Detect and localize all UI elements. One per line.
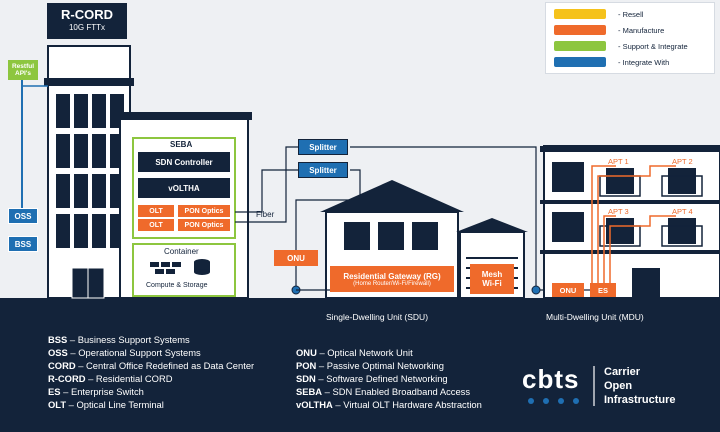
apt-label-4: APT 4 [672, 207, 693, 216]
seba-title: SEBA [170, 140, 193, 149]
sdu-roof [320, 180, 464, 212]
legend-item-integrate: - Integrate With [554, 57, 669, 67]
container-frame [132, 243, 236, 297]
legend: - Resell - Manufacture - Support & Integ… [545, 2, 715, 74]
residential-gateway-box: Residential Gateway (RG) (Home Router/Wi… [330, 266, 454, 292]
seba-frame [132, 137, 236, 239]
sdu-caption: Single-Dwelling Unit (SDU) [326, 312, 429, 322]
central-office-tower [47, 45, 131, 299]
legend-swatch [554, 57, 606, 67]
glossary-item: ONU – Optical Network Unit [296, 347, 413, 358]
garage-roof [456, 218, 528, 232]
legend-swatch [554, 41, 606, 51]
glossary-item: OSS – Operational Support Systems [48, 347, 201, 358]
glossary-item: R-CORD – Residential CORD [48, 373, 173, 384]
oss-box: OSS [8, 208, 38, 224]
logo-dot [573, 398, 579, 404]
logo-dot [528, 398, 534, 404]
apt-label-1: APT 1 [608, 157, 629, 166]
es-box: ES [590, 283, 616, 297]
sdu-windows [344, 222, 438, 250]
tower-ledge [44, 78, 134, 86]
tagline-carrier: Carrier [604, 366, 641, 378]
container-title: Container [164, 247, 199, 256]
rg-subtitle: (Home Router/Wi-Fi/Firewall) [353, 280, 431, 287]
glossary-item: SDN – Software Defined Networking [296, 373, 448, 384]
bss-box: BSS [8, 236, 38, 252]
sdn-controller-box: SDN Controller [138, 152, 230, 172]
page-subtitle: 10G FTTx [68, 23, 105, 32]
fiber-label: Fiber [256, 210, 275, 219]
legend-swatch [554, 9, 606, 19]
mdu-windows [552, 162, 696, 244]
splitter-box-2: Splitter [298, 162, 348, 178]
tagline-infrastructure: Infrastructure [604, 394, 676, 406]
logo-dot [558, 398, 564, 404]
splitter-box-1: Splitter [298, 139, 348, 155]
mdu-caption: Multi-Dwelling Unit (MDU) [546, 312, 644, 322]
olt-box-1: OLT [138, 205, 174, 217]
voltha-box: vOLTHA [138, 178, 230, 198]
pon-optics-box-2: PON Optics [178, 219, 230, 231]
legend-item-manufacture: - Manufacture [554, 25, 664, 35]
glossary-item: CORD – Central Office Redefined as Data … [48, 360, 255, 371]
title-block: R-CORD 10G FTTx [47, 3, 127, 39]
glossary-item: BSS – Business Support Systems [48, 334, 190, 345]
container-caption: Compute & Storage [146, 282, 208, 289]
server-icons [150, 259, 210, 275]
apt-label-2: APT 2 [672, 157, 693, 166]
glossary-item: OLT – Optical Line Terminal [48, 399, 164, 410]
tower-windows [56, 94, 124, 248]
pon-optics-box-1: PON Optics [178, 205, 230, 217]
glossary-item: SEBA – SDN Enabled Broadband Access [296, 386, 471, 397]
cbts-logo: cbts [522, 364, 580, 394]
apt-label-3: APT 3 [608, 207, 629, 216]
logo-dot [543, 398, 549, 404]
glossary-item: vOLTHA – Virtual OLT Hardware Abstractio… [296, 399, 482, 410]
es-wiring [591, 165, 616, 288]
glossary-item: ES – Enterprise Switch [48, 386, 144, 397]
mesh-wifi-box: Mesh Wi-Fi [470, 264, 514, 294]
olt-box-2: OLT [138, 219, 174, 231]
legend-swatch [554, 25, 606, 35]
mdu-onu-box: ONU [552, 283, 584, 297]
tagline-open: Open [604, 380, 633, 392]
glossary-item: PON – Passive Optimal Networking [296, 360, 444, 371]
mdu-door [632, 268, 660, 298]
legend-item-resell: - Resell [554, 9, 643, 19]
rg-title: Residential Gateway (RG) [343, 271, 441, 281]
legend-item-support: - Support & Integrate [554, 41, 688, 51]
fiber-line [235, 169, 298, 213]
sdu-onu-box: ONU [274, 250, 318, 266]
logo-dots [528, 398, 579, 404]
footer-panel [0, 298, 720, 432]
page-title: R-CORD [61, 7, 113, 22]
restful-api-badge: Restful API's [8, 60, 38, 80]
